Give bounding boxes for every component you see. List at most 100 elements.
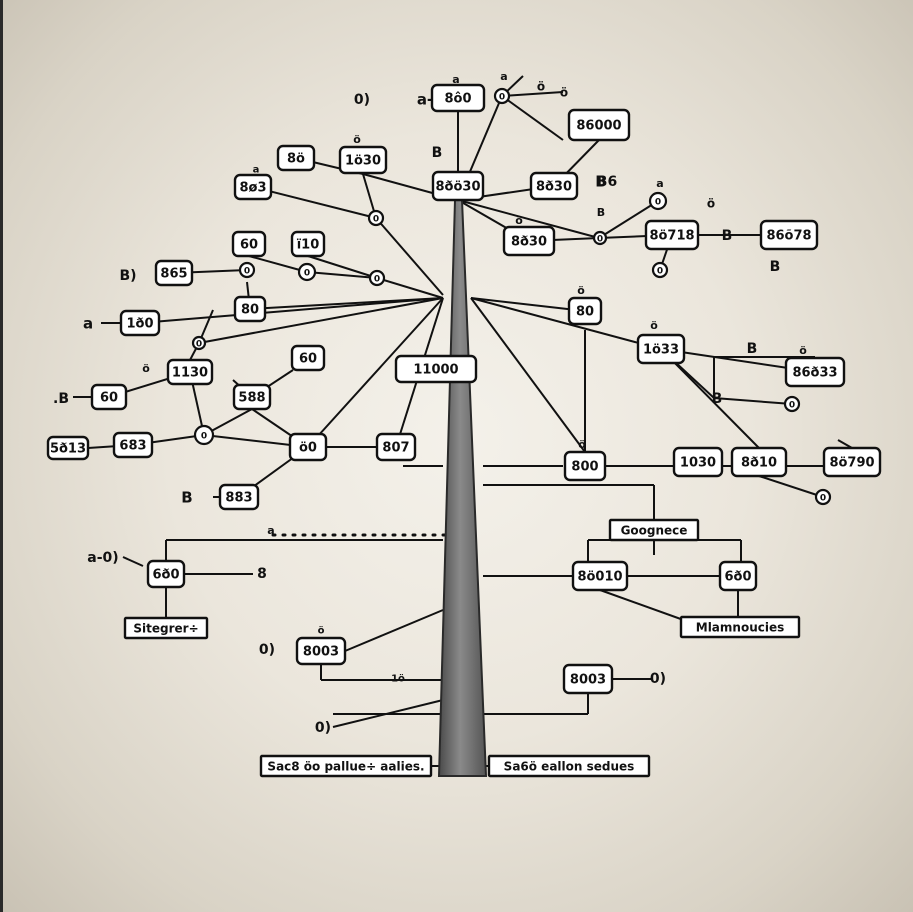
edge [758, 475, 824, 498]
tag-label: B6 [597, 174, 617, 190]
junction-circle: 0 [493, 87, 511, 105]
junction-circle-label: 0 [201, 432, 207, 442]
tag-label: 0) [259, 642, 275, 658]
node-label: 8003 [303, 645, 339, 660]
tag-label: ö [537, 79, 545, 93]
edge [713, 397, 793, 405]
node-label: Goognece [621, 523, 688, 537]
junction-circle-label: 0 [655, 198, 661, 208]
tag-label: B [597, 206, 605, 219]
node-label: Mlamnoucies [696, 620, 785, 634]
junction-circle: 0 [648, 191, 668, 211]
node-label: 8003 [570, 673, 606, 688]
node-box [166, 358, 214, 386]
junction-circle-label: 0 [244, 267, 250, 277]
node-box [288, 432, 328, 462]
junction-circle-label: 0 [373, 215, 379, 225]
node-box [529, 171, 579, 201]
node-n2: 86000 [567, 108, 631, 142]
junction-circle-label: 0 [374, 275, 380, 285]
node-box [502, 225, 556, 257]
node-label: 683 [119, 439, 146, 454]
node-n29: 1030 [672, 446, 724, 478]
node-label: 8ð30 [536, 180, 572, 195]
node-label: 11000 [413, 363, 458, 378]
node-n35: 8ö010 [571, 560, 629, 592]
node-n20: 60 [290, 344, 326, 372]
junction-circle-label: 0 [789, 401, 795, 411]
edge [501, 91, 564, 97]
node-n1: 8ô0 [430, 83, 486, 113]
node-box [112, 431, 154, 459]
junction-circle-label: 0 [657, 267, 663, 277]
junction-circle-shape [297, 262, 317, 282]
node-box [154, 259, 194, 287]
junction-circle-label: 0 [597, 235, 603, 245]
node-box [394, 354, 478, 384]
node-box [822, 446, 882, 478]
node-n27: 807 [375, 432, 417, 462]
junction-circle-label: 0 [196, 340, 202, 350]
tag-label: 8 [257, 566, 267, 582]
node-box [571, 560, 629, 592]
node-label: 8ø3 [239, 181, 266, 196]
tag-label: a [83, 314, 93, 332]
edge [457, 199, 600, 239]
tag-label: B [722, 228, 733, 244]
node-label: 588 [238, 391, 265, 406]
node-n6: 8ð30 [529, 171, 579, 201]
node-label: 86ð33 [792, 366, 837, 381]
node-label: 60 [100, 391, 118, 406]
tag-label: .B [53, 391, 69, 407]
node-box [233, 295, 267, 323]
tag-label: a [452, 73, 459, 86]
node-n15: 1ð0 [119, 309, 161, 337]
node-n33: Goognece [608, 518, 700, 542]
node-label: 1ö30 [345, 154, 381, 169]
node-label: 8ö [287, 152, 305, 167]
tag-label: 0) [354, 92, 370, 108]
node-box [123, 616, 209, 640]
junction-circle-label: 0 [820, 494, 826, 504]
node-box [608, 518, 700, 542]
tag-label: a- [417, 90, 433, 108]
tag-label: ö [142, 362, 150, 375]
node-label: 80 [576, 305, 594, 320]
node-label: 8ö790 [829, 456, 874, 471]
tag-label: B [181, 488, 192, 506]
node-n23: 588 [232, 383, 272, 411]
node-n16: 80 [567, 296, 603, 326]
node-label: 86000 [576, 119, 621, 134]
junction-circle: 0 [238, 261, 256, 279]
node-label: Sitegrer÷ [133, 621, 198, 635]
node-n24: 5ð13 [46, 435, 90, 461]
edge [139, 297, 444, 324]
tag-label: B [595, 172, 606, 190]
node-label: 807 [382, 441, 409, 456]
node-label: 8ð10 [741, 456, 777, 471]
node-box [375, 432, 417, 462]
node-box [231, 230, 267, 258]
node-box [119, 309, 161, 337]
node-box [218, 483, 260, 511]
node-n21: 86ð33 [784, 356, 846, 388]
node-n14: 80 [233, 295, 267, 323]
node-n42: Sa6ö eallon sedues [487, 754, 651, 778]
node-box [259, 754, 433, 778]
junction-circle: 0 [814, 488, 832, 506]
node-n30: 8ð10 [730, 446, 788, 478]
edge [660, 348, 760, 449]
tag-label: a [500, 70, 507, 83]
node-box [232, 383, 272, 411]
node-label: 8ô0 [444, 92, 471, 107]
node-box [563, 450, 607, 482]
node-n40: 8003 [562, 663, 614, 695]
edge [307, 255, 378, 279]
junction-circle-shape [783, 395, 801, 413]
tag-label: 0) [650, 671, 666, 687]
node-n36: 6ð0 [718, 560, 758, 592]
junction-circle: 0 [783, 395, 801, 413]
